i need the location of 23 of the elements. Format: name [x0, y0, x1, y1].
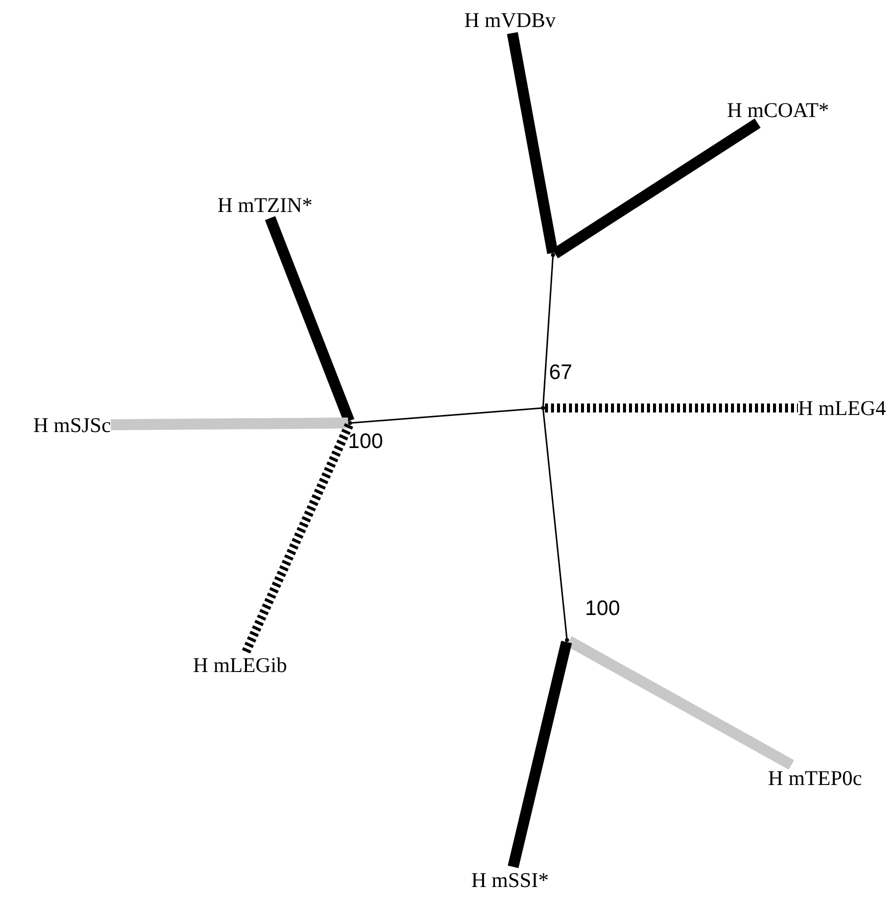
- tree-branch: [352, 407, 542, 424]
- tree-branch: [242, 423, 354, 654]
- taxon-label: H mSSI*: [471, 866, 549, 894]
- taxon-label: H mLEG4: [798, 394, 886, 422]
- taxon-label: H mTEP0c: [768, 764, 862, 792]
- bootstrap-value: 100: [585, 598, 620, 619]
- taxon-label: H mTZIN*: [217, 192, 313, 218]
- tree-branch: [265, 216, 354, 423]
- taxon-label: H mVDBv: [464, 6, 556, 34]
- tree-branch: [566, 636, 794, 770]
- taxon-label: H mCOAT*: [726, 96, 830, 124]
- taxon-label: H mSJSc: [33, 412, 111, 438]
- tree-branch: [552, 118, 761, 258]
- tree-branch: [542, 410, 568, 638]
- tree-branch: [508, 640, 572, 868]
- taxon-label: H mLEGib: [193, 652, 287, 678]
- tree-branch: [545, 404, 798, 412]
- bootstrap-value: 100: [348, 431, 384, 452]
- tree-branch: [542, 256, 554, 406]
- bootstrap-value: 67: [549, 362, 572, 383]
- branch-point: [551, 253, 555, 257]
- tree-branch: [110, 418, 348, 430]
- tree-branch: [507, 32, 558, 254]
